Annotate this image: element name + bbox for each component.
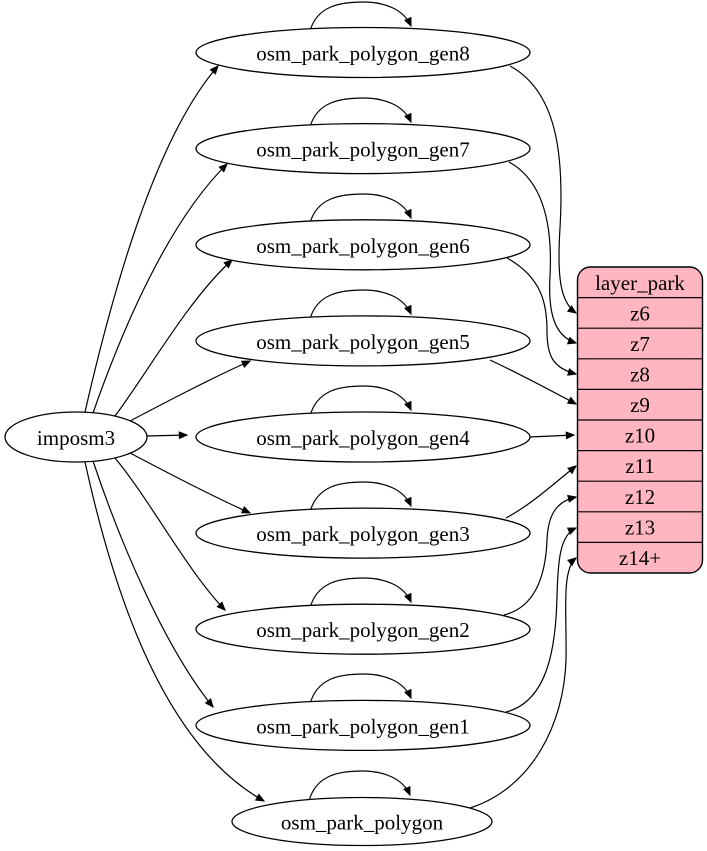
node-osm-park-polygon-gen7: osm_park_polygon_gen7 xyxy=(195,122,531,175)
edge-imposm3-polygon xyxy=(84,461,266,802)
edge-imposm3-gen3 xyxy=(129,452,252,514)
gen4-ellipse xyxy=(195,411,531,463)
gen2-ellipse xyxy=(195,603,531,655)
edges-to-layer xyxy=(469,65,578,809)
gen1-ellipse xyxy=(195,699,531,752)
gen6-ellipse xyxy=(195,219,531,271)
node-osm-park-polygon-gen8: osm_park_polygon_gen8 xyxy=(195,26,531,79)
edge-imposm3-gen1 xyxy=(92,460,214,709)
layer-row-z10: z10 xyxy=(625,424,655,448)
polygon-label: osm_park_polygon xyxy=(281,811,444,835)
imposm3-label: imposm3 xyxy=(37,426,115,450)
node-osm-park-polygon-gen2: osm_park_polygon_gen2 xyxy=(195,603,531,655)
edge-imposm3-gen8 xyxy=(84,64,219,413)
self-loop-polygon xyxy=(308,770,411,802)
edge-gen2-z12 xyxy=(503,494,578,616)
layer-row-z9: z9 xyxy=(630,393,650,417)
layer-row-z7: z7 xyxy=(630,332,650,356)
self-loop-gen1 xyxy=(309,673,412,705)
edge-imposm3-gen2 xyxy=(114,457,226,611)
node-osm-park-polygon: osm_park_polygon xyxy=(231,796,493,847)
gen7-ellipse xyxy=(195,122,531,175)
edge-gen7-z7 xyxy=(508,161,578,345)
edge-gen5-z9 xyxy=(489,359,578,405)
layer-row-z14plus: z14+ xyxy=(619,546,661,570)
layer-row-z8: z8 xyxy=(630,363,650,387)
edges-from-source xyxy=(84,64,266,802)
edge-imposm3-gen7 xyxy=(92,163,228,414)
gen2-label: osm_park_polygon_gen2 xyxy=(256,618,469,642)
edge-polygon-z14 xyxy=(469,557,578,809)
gen5-label: osm_park_polygon_gen5 xyxy=(256,330,469,354)
edge-gen4-z10 xyxy=(529,431,576,440)
self-loop-gen4 xyxy=(309,385,412,417)
self-loop-gen5 xyxy=(309,289,412,320)
polygon-ellipse xyxy=(231,796,493,847)
gen1-label: osm_park_polygon_gen1 xyxy=(256,714,469,738)
gen3-ellipse xyxy=(195,507,531,559)
gen8-ellipse xyxy=(195,26,531,79)
layer-row-z12: z12 xyxy=(625,485,655,509)
node-osm-park-polygon-gen4: osm_park_polygon_gen4 xyxy=(195,411,531,463)
gen3-label: osm_park_polygon_gen3 xyxy=(256,522,469,546)
node-osm-park-polygon-gen6: osm_park_polygon_gen6 xyxy=(195,219,531,271)
self-loop-gen2 xyxy=(309,577,412,609)
imposm3-ellipse xyxy=(4,411,148,463)
self-loop-edges xyxy=(308,1,412,802)
layer-row-z13: z13 xyxy=(625,516,655,540)
edge-imposm3-gen6 xyxy=(114,259,233,417)
node-osm-park-polygon-gen3: osm_park_polygon_gen3 xyxy=(195,507,531,559)
self-loop-gen3 xyxy=(309,481,412,513)
edge-gen3-z11 xyxy=(505,465,578,519)
self-loop-gen8 xyxy=(309,1,412,32)
node-layer-park: layer_park z6 z7 z8 z9 z10 z11 z12 z13 z… xyxy=(576,266,704,574)
edge-imposm3-gen5 xyxy=(129,360,252,422)
gen8-label: osm_park_polygon_gen8 xyxy=(256,42,469,66)
node-imposm3: imposm3 xyxy=(4,411,148,463)
gen6-label: osm_park_polygon_gen6 xyxy=(256,234,469,258)
edge-gen1-z13 xyxy=(505,527,578,713)
gen5-ellipse xyxy=(195,315,531,367)
layer-row-z11: z11 xyxy=(625,454,655,478)
layer-row-z6: z6 xyxy=(630,302,650,326)
gen4-label: osm_park_polygon_gen4 xyxy=(256,426,470,450)
self-loop-gen6 xyxy=(309,193,412,224)
layer-park-header: layer_park xyxy=(595,271,685,295)
self-loop-gen7 xyxy=(309,97,412,128)
node-osm-park-polygon-gen5: osm_park_polygon_gen5 xyxy=(195,315,531,367)
node-osm-park-polygon-gen1: osm_park_polygon_gen1 xyxy=(195,699,531,752)
edge-gen6-z8 xyxy=(506,257,578,376)
edge-gen8-z6 xyxy=(509,65,578,314)
edge-imposm3-gen4 xyxy=(146,431,189,440)
gen7-label: osm_park_polygon_gen7 xyxy=(256,138,469,162)
